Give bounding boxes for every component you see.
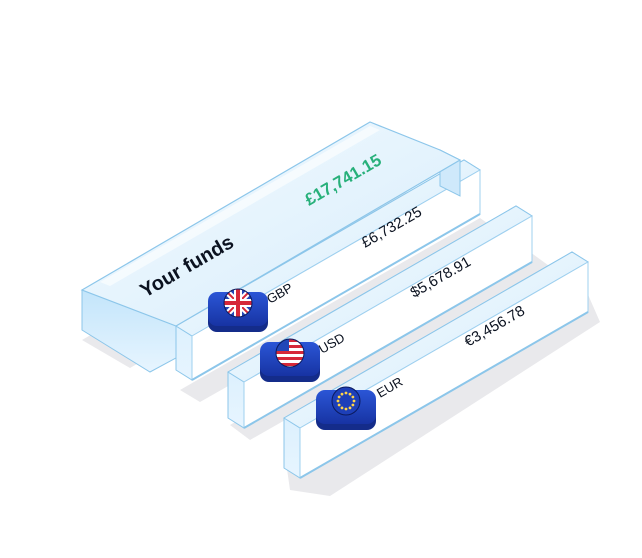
us-flag-icon bbox=[260, 338, 320, 382]
eu-flag-icon bbox=[316, 386, 376, 430]
uk-flag-icon bbox=[208, 288, 268, 332]
funds-summary-card bbox=[80, 121, 462, 373]
